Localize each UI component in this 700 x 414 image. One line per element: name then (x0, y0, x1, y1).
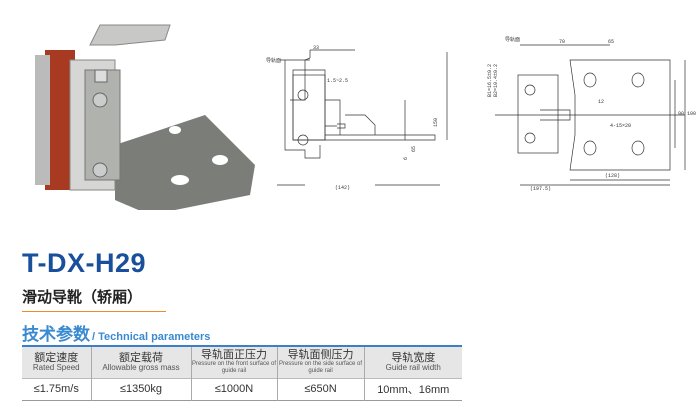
svg-text:导轨面: 导轨面 (505, 36, 520, 43)
svg-text:4-15×20: 4-15×20 (610, 123, 631, 129)
svg-text:1.5~2.5: 1.5~2.5 (327, 78, 348, 84)
header-cn: 额定载荷 (119, 351, 163, 365)
svg-text:90: 90 (678, 111, 684, 117)
header-cn: 导轨面正压力 (201, 348, 267, 362)
svg-text:33: 33 (313, 45, 319, 51)
value-cell: ≤650N (276, 377, 364, 400)
section-heading: 技术参数/ Technical parameters (22, 320, 210, 345)
table-row: ≤1.75m/s ≤1350kg ≤1000N ≤650N 10mm、16mm (22, 377, 462, 400)
value-cell: ≤1.75m/s (22, 377, 91, 400)
value-cell: ≤1000N (190, 377, 277, 400)
product-photo (35, 24, 255, 210)
svg-text:100: 100 (687, 111, 696, 117)
side-view-drawing: 导轨面 33 1.5~2.5 150 65 6 (142) (266, 45, 448, 191)
header-cn: 导轨面侧压力 (287, 348, 354, 362)
svg-text:B2=10.4±0.2: B2=10.4±0.2 (493, 64, 499, 97)
svg-text:(128): (128) (605, 173, 620, 179)
value-cell: ≤1350kg (90, 377, 191, 400)
section-title-en: / Technical parameters (92, 331, 211, 343)
svg-text:65: 65 (411, 146, 417, 152)
divider (22, 311, 166, 312)
svg-text:70: 70 (559, 39, 565, 45)
header-en: Rated Speed (32, 363, 80, 373)
svg-text:B1=16.5±0.2: B1=16.5±0.2 (487, 64, 493, 97)
svg-text:导轨面: 导轨面 (266, 57, 281, 64)
header-cn: 额定速度 (34, 351, 79, 365)
product-name: 滑动导靴（轿厢） (22, 288, 143, 306)
header-en: Pressure on the front surface of guide r… (191, 361, 277, 375)
svg-text:65: 65 (608, 39, 614, 45)
header-en: Allowable gross mass (102, 363, 180, 373)
model-title: T-DX-H29 (22, 248, 147, 278)
value-cell: 10mm、16mm (363, 377, 462, 400)
header-en: Guide rail width (385, 363, 441, 373)
header-cn: 导轨宽度 (391, 351, 436, 365)
svg-text:(197.5): (197.5) (530, 186, 551, 192)
svg-text:(142): (142) (335, 185, 350, 191)
svg-text:12: 12 (598, 99, 604, 105)
svg-text:150: 150 (433, 118, 439, 127)
section-title-cn: 技术参数 (22, 325, 90, 345)
header-en: Pressure on the side surface of guide ra… (278, 361, 363, 375)
top-view-drawing: 导轨面 70 65 B1=16.5±0.2 B2=10.4±0.2 12 90 … (487, 36, 696, 192)
svg-text:6: 6 (403, 157, 409, 160)
